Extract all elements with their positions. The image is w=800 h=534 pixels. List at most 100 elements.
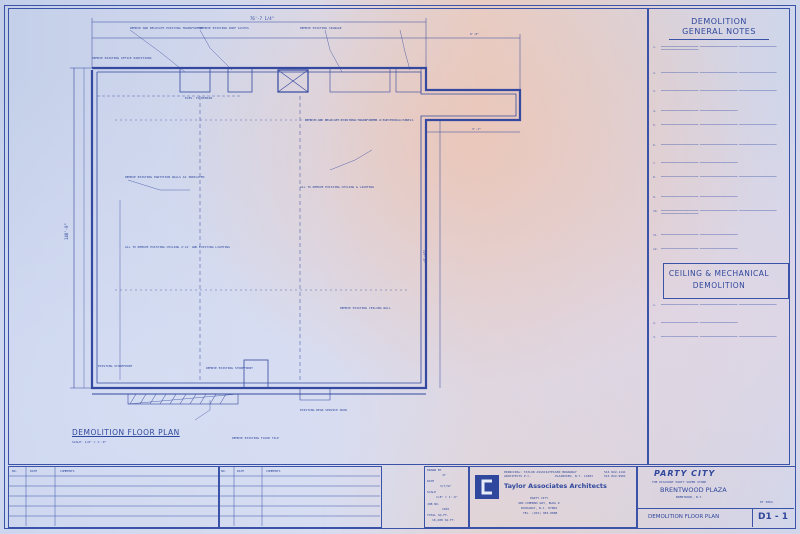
note-number: 2.	[653, 321, 657, 325]
note-text: ━━━━━━━━━━━━━━━━━━━━━━━━ ━━━━━━━━━━━━━━━…	[661, 109, 738, 112]
drawn-label: DRAWN BY	[427, 468, 442, 472]
note-number: 3.	[653, 89, 657, 93]
note-number: 1.	[653, 45, 657, 49]
job-label: JOB NO.	[427, 502, 440, 506]
note-number: 2.	[653, 71, 657, 75]
note-text: ━━━━━━━━━━━━━━━━━━━━━━━━ ━━━━━━━━━━━━━━━…	[661, 71, 777, 74]
dim-right-side: 3'-1"	[472, 127, 482, 131]
firm-principal-2: ARCHITECTS P.C.	[504, 474, 532, 478]
note-number: 4.	[653, 109, 657, 113]
date-value: 3/7/97	[440, 484, 451, 488]
note-number: 3.	[653, 335, 657, 339]
date-label: DATE	[427, 479, 435, 483]
scale-label: SCALE	[427, 490, 437, 494]
callout: REMOVE EXISTING STOREFRONT	[206, 366, 253, 370]
callout: EXISTING REAR SERVICE DOOR	[300, 408, 347, 412]
callout: ALL TO REMOVE EXISTING CEILING 4'x4' AND…	[125, 245, 230, 249]
callout: REMOVE EXISTING PARTITION WALLS AS INDIC…	[125, 175, 205, 179]
note-number: 12.	[653, 247, 659, 251]
architect-logo-icon	[475, 475, 499, 499]
rev2-header-date: DATE	[237, 469, 245, 473]
firm-name: Taylor Associates Architects	[504, 482, 607, 490]
callout: ALL TO REMOVE EXISTING CEILING & LIGHTIN…	[300, 185, 375, 189]
callout: REMOVE EXISTING ROOF ACCESS	[200, 26, 249, 30]
notes-title: DEMOLITION	[691, 17, 747, 26]
callout: REMOVE EXISTING OFFICE PARTITIONS	[92, 56, 152, 60]
job-value: 1045	[442, 507, 450, 511]
note-number: 7.	[653, 161, 657, 165]
note-text: ━━━━━━━━━━━━━━━━━━━━━━━━ ━━━━━━━━━━━━━━━…	[661, 233, 738, 236]
project-location: BRENTWOOD, N.Y.	[676, 495, 704, 499]
callout: REMOVE EXISTING SIGNAGE	[300, 26, 342, 30]
notes-title: GENERAL NOTES	[682, 27, 756, 36]
callout: REMOVE EXISTING FLOOR TILE	[232, 436, 279, 440]
note-text: ━━━━━━━━━━━━━━━━━━━━━━━━ ━━━━━━━━━━━━━━━…	[661, 161, 738, 164]
building-outline	[90, 66, 522, 390]
callout: REMOVE EXISTING CEILING WALL	[340, 306, 391, 310]
rev2-header-comments: COMMENTS	[266, 469, 281, 473]
note-text: ━━━━━━━━━━━━━━━━━━━━━━━━ ━━━━━━━━━━━━━━━…	[661, 209, 777, 216]
architect-block	[468, 466, 638, 528]
firm-principal: PRINCIPAL: TAYLOR ASSOCIATES	[504, 470, 555, 474]
client-city: ROCKAWAY, N.J. 07866	[521, 506, 558, 510]
revisions-block	[8, 466, 220, 528]
drawing-area-border	[8, 8, 648, 465]
client-name: PARTY CITY	[530, 496, 549, 500]
sheet-number: D1 - 1	[758, 512, 788, 522]
project-name: BRENTWOOD PLAZA	[660, 486, 727, 494]
note-text: ━━━━━━━━━━━━━━━━━━━━━━━━ ━━━━━━━━━━━━━━━…	[661, 321, 738, 324]
note-text: ━━━━━━━━━━━━━━━━━━━━━━━━ ━━━━━━━━━━━━━━━…	[661, 303, 777, 306]
firm-fax: 516 822-9901	[604, 474, 626, 478]
sheet-border	[4, 5, 796, 529]
ceiling-section-title: DEMOLITION	[692, 281, 746, 290]
note-number: 8.	[653, 175, 657, 179]
note-text: ━━━━━━━━━━━━━━━━━━━━━━━━ ━━━━━━━━━━━━━━━…	[661, 89, 777, 92]
sheet-title: DEMOLITION FLOOR PLAN	[648, 514, 720, 520]
drawing-info-block	[424, 466, 470, 528]
client-address: 400 COMMONS WAY, BLDG D	[518, 501, 560, 505]
note-text: ━━━━━━━━━━━━━━━━━━━━━━━━ ━━━━━━━━━━━━━━━…	[661, 175, 777, 178]
note-text: ━━━━━━━━━━━━━━━━━━━━━━━━ ━━━━━━━━━━━━━━━…	[661, 195, 738, 198]
note-text: ━━━━━━━━━━━━━━━━━━━━━━━━ ━━━━━━━━━━━━━━━…	[661, 123, 777, 126]
dim-top: 76'-7 1/4"	[250, 16, 275, 21]
note-number: 11.	[653, 233, 659, 237]
dim-right-top: 6'-0"	[470, 32, 480, 36]
total-label: TOTAL SQ.FT.	[427, 513, 449, 517]
note-text: ━━━━━━━━━━━━━━━━━━━━━━━━ ━━━━━━━━━━━━━━━…	[661, 45, 777, 52]
project-number: PT 3064	[760, 500, 773, 504]
notes-column: DEMOLITION GENERAL NOTES 1. ━━━━━━━━━━━━…	[648, 8, 790, 465]
rev-header-date: DATE	[30, 469, 38, 473]
note-text: ━━━━━━━━━━━━━━━━━━━━━━━━ ━━━━━━━━━━━━━━━…	[661, 143, 777, 146]
plan-title: DEMOLITION FLOOR PLAN	[72, 428, 180, 437]
brand-logo: PARTY CITY	[654, 469, 716, 478]
rev-header-no: NO.	[12, 469, 18, 473]
rev-header-comments: COMMENTS	[60, 469, 75, 473]
note-number: 6.	[653, 143, 657, 147]
firm-address-2: PLAINVIEW, N.Y. 11803	[555, 474, 593, 478]
ceiling-section-title: CEILING & MECHANICAL	[668, 269, 770, 278]
brand-tagline: THE DISCOUNT PARTY SUPER STORE	[652, 480, 707, 484]
note-number: 1.	[653, 303, 657, 307]
revisions-block-2	[218, 466, 382, 528]
note-number: 10.	[653, 209, 659, 213]
scale-value: 1/8" = 1'-0"	[436, 495, 458, 499]
callout: REMOVE AND RELOCATE EXISTING TRANSFORMER	[130, 26, 203, 30]
callout: ELEV. TO REMAIN	[185, 96, 213, 100]
callout: REMOVE AND RELOCATE EXISTING TRANSFORMER…	[305, 118, 414, 122]
note-text: ━━━━━━━━━━━━━━━━━━━━━━━━ ━━━━━━━━━━━━━━━…	[661, 335, 777, 338]
note-number: 9.	[653, 195, 657, 199]
note-number: 5.	[653, 123, 657, 127]
note-text: ━━━━━━━━━━━━━━━━━━━━━━━━ ━━━━━━━━━━━━━━━…	[661, 247, 738, 250]
project-block	[636, 466, 796, 529]
drawn-value: JY	[442, 473, 446, 477]
client-phone: TEL. (201) 983-0888	[523, 511, 558, 515]
firm-address-1: 680 BROADWAY	[555, 470, 577, 474]
rev2-header-no: NO.	[221, 469, 227, 473]
callout: EXISTING STOREFRONT	[98, 364, 133, 368]
firm-phone: 516 822-1141	[604, 470, 626, 474]
plan-scale: SCALE: 1/8" = 1'-0"	[72, 440, 107, 444]
total-value: 18,208 SQ.FT.	[432, 518, 456, 522]
